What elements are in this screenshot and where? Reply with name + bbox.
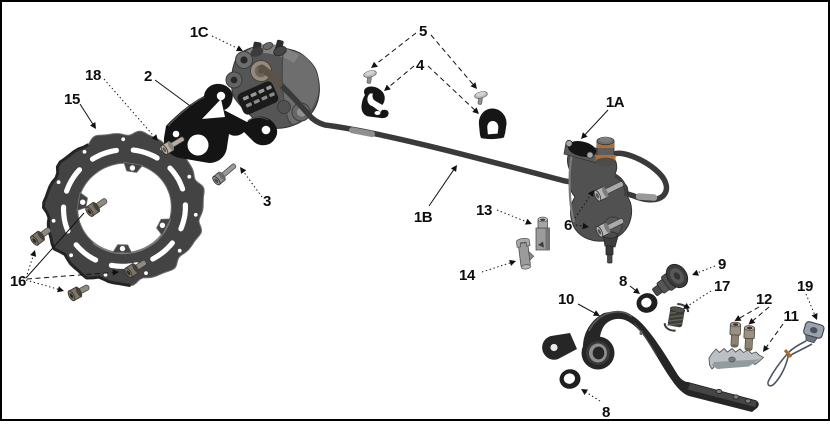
svg-text:14: 14 <box>459 267 476 284</box>
svg-text:16: 16 <box>10 273 26 290</box>
svg-text:6: 6 <box>564 217 572 234</box>
svg-text:2: 2 <box>144 68 152 85</box>
svg-text:13: 13 <box>476 202 492 219</box>
svg-text:15: 15 <box>64 91 80 108</box>
svg-text:1B: 1B <box>414 209 433 226</box>
svg-text:5: 5 <box>419 23 427 40</box>
svg-text:17: 17 <box>714 278 730 295</box>
svg-text:12: 12 <box>756 291 772 308</box>
svg-text:11: 11 <box>783 308 798 325</box>
svg-text:18: 18 <box>85 67 101 84</box>
svg-text:8: 8 <box>619 273 627 290</box>
svg-text:3: 3 <box>263 193 271 210</box>
svg-text:9: 9 <box>718 256 726 273</box>
svg-text:1A: 1A <box>606 94 625 111</box>
svg-text:4: 4 <box>416 57 425 74</box>
svg-text:19: 19 <box>797 278 813 295</box>
svg-text:8: 8 <box>602 404 610 421</box>
svg-text:1C: 1C <box>190 24 209 41</box>
svg-text:10: 10 <box>558 291 574 308</box>
